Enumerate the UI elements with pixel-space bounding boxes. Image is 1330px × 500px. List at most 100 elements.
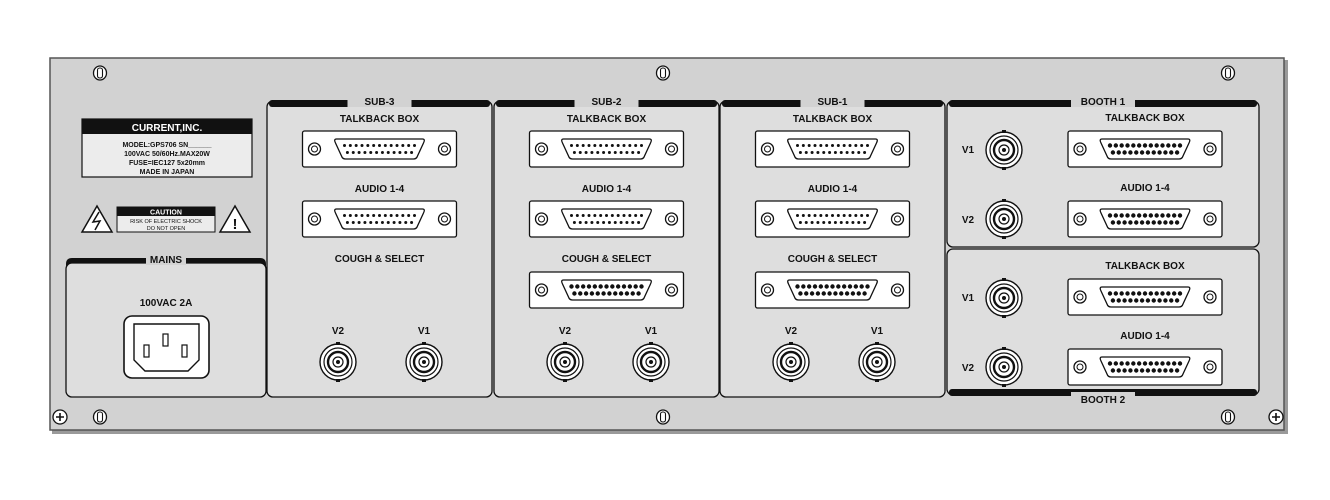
dsub-pin [1134, 150, 1139, 155]
dsub-pin [1122, 150, 1127, 155]
dsub-pin [345, 221, 349, 224]
fuse-text: FUSE=IEC127 5x20mm [129, 160, 205, 167]
dsub-screw-hole [538, 215, 545, 223]
dsub-pin [378, 214, 381, 217]
dsub-pin [850, 291, 856, 296]
dsub-pin [851, 221, 855, 224]
iec-pin-right [181, 344, 188, 358]
dsub-pin [1131, 361, 1136, 366]
dsub-pin [1142, 213, 1148, 218]
dsub-screw-hole [1076, 293, 1084, 301]
talkback-label: TALKBACK BOX [1105, 261, 1185, 272]
v1-label: V1 [962, 145, 975, 156]
bnc-bayonet-stud [1002, 130, 1006, 133]
dsub-pin [1119, 213, 1124, 218]
dsub-pin [640, 214, 643, 217]
bnc-center-pin [336, 360, 340, 364]
dsub-pin [847, 284, 853, 289]
model-text: MODEL:GPS706 SN______ [122, 142, 211, 149]
dsub-pin [607, 221, 611, 224]
dsub-pin [1171, 143, 1177, 148]
dsub-pin [1125, 143, 1130, 148]
cough-select-dsub-connector[interactable] [528, 271, 685, 309]
dsub-pin [395, 144, 399, 147]
dsub-screw-hole [1206, 293, 1214, 301]
dsub-shell [1099, 138, 1191, 160]
dsub-pin [570, 144, 573, 147]
bnc-bayonet-stud [563, 379, 567, 382]
talkback-dsub-connector[interactable] [754, 130, 911, 168]
dsub-pin [856, 291, 861, 296]
bnc-center-pin [1002, 296, 1006, 300]
panel-screw-icon [655, 65, 671, 81]
v2-bnc-connector[interactable] [985, 199, 1023, 239]
v1-bnc-connector[interactable] [405, 342, 443, 382]
dsub-pin [851, 151, 855, 154]
dsub-pin [584, 151, 588, 154]
dsub-pin [572, 291, 577, 296]
dsub-pin [613, 221, 617, 224]
dsub-pin [570, 214, 573, 217]
dsub-pin [1169, 150, 1174, 155]
v1-bnc-connector[interactable] [985, 130, 1023, 170]
audio-dsub-connector[interactable] [301, 200, 458, 238]
exclamation-icon: ! [233, 216, 238, 233]
talkback-dsub-connector[interactable] [1067, 278, 1223, 316]
dsub-pin [1119, 361, 1124, 366]
v1-bnc-connector[interactable] [632, 342, 670, 382]
dsub-pin [860, 214, 864, 217]
dsub-pin [822, 151, 826, 154]
rack-screws [52, 65, 1284, 425]
audio-dsub-connector[interactable] [754, 200, 911, 238]
audio-dsub-connector[interactable] [1067, 348, 1223, 386]
dsub-pin [833, 221, 837, 224]
dsub-pin [865, 284, 870, 289]
cough-select-dsub-connector[interactable] [754, 271, 911, 309]
v1-bnc-connector[interactable] [985, 278, 1023, 318]
talkback-dsub-connector[interactable] [1067, 130, 1223, 168]
dsub-screw-hole [764, 215, 771, 223]
dsub-pin [839, 151, 843, 154]
dsub-pin [627, 284, 633, 289]
dsub-pin [1166, 291, 1171, 296]
rack-ear-screw-icon [52, 409, 68, 425]
v2-bnc-connector[interactable] [319, 342, 357, 382]
dsub-screw-hole [668, 145, 675, 153]
screw-slot [659, 411, 667, 423]
dsub-pin [610, 214, 614, 217]
dsub-pin [1174, 220, 1180, 225]
audio-dsub-connector[interactable] [1067, 200, 1223, 238]
dsub-pin [836, 284, 841, 289]
dsub-shell [787, 279, 878, 301]
dsub-pin [1142, 291, 1148, 296]
dsub-pin [1107, 143, 1113, 148]
audio-dsub-connector[interactable] [528, 200, 685, 238]
v2-bnc-connector[interactable] [985, 347, 1023, 387]
dsub-pin [1107, 213, 1113, 218]
talkback-dsub-connector[interactable] [301, 130, 458, 168]
caution-header [117, 207, 215, 216]
v2-bnc-connector[interactable] [772, 342, 810, 382]
dsub-pin [1131, 213, 1136, 218]
talkback-dsub-connector[interactable] [528, 130, 685, 168]
dsub-pin [848, 214, 852, 217]
dsub-pin [1136, 213, 1142, 218]
shock-hazard-icon [80, 204, 114, 233]
dsub-shell [561, 208, 652, 230]
dsub-pin [1107, 291, 1113, 296]
dsub-pin [801, 284, 806, 289]
v2-bnc-connector[interactable] [546, 342, 584, 382]
dsub-pin [1163, 150, 1168, 155]
dsub-pin [807, 144, 811, 147]
v1-bnc-connector[interactable] [858, 342, 896, 382]
dsub-pin [602, 221, 606, 224]
booth-section-2-header-gap [1071, 392, 1135, 405]
dsub-shell [561, 138, 652, 160]
dsub-pin [599, 144, 603, 147]
dsub-pin [372, 214, 376, 217]
dsub-pin [590, 151, 594, 154]
dsub-pin [401, 144, 405, 147]
bnc-bayonet-stud [422, 342, 426, 345]
dsub-pin [1122, 220, 1127, 225]
